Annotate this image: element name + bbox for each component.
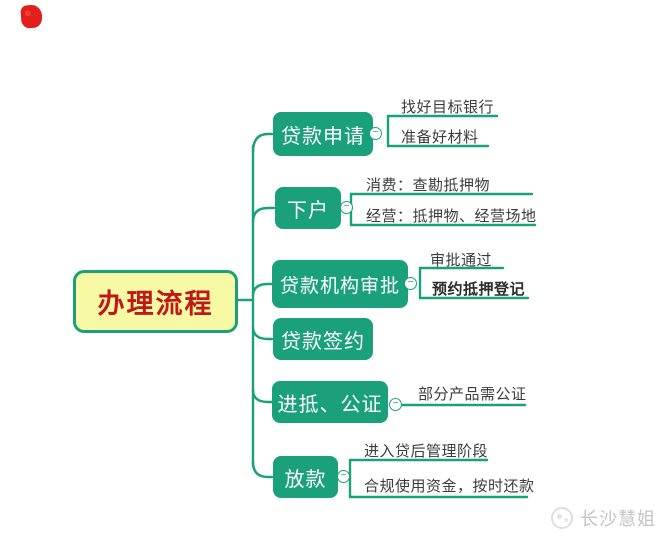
node-mortgage-notarization: 进抵、公证 xyxy=(272,381,388,423)
collapse-toggle-icon[interactable]: − xyxy=(340,201,353,214)
node-disbursement: 放款 xyxy=(273,456,338,498)
collapse-toggle-icon[interactable]: − xyxy=(369,127,382,140)
watermark-logo-icon xyxy=(551,507,573,529)
leaf-prepare-materials: 准备好材料 xyxy=(401,129,479,146)
watermark-text: 长沙慧姐 xyxy=(580,509,656,529)
leaf-post-loan-stage: 进入贷后管理阶段 xyxy=(364,443,489,460)
root-node-process: 办理流程 xyxy=(73,270,238,333)
leaf-consumer-survey: 消费：查勘抵押物 xyxy=(366,177,491,194)
node-loan-application: 贷款申请 xyxy=(273,112,373,156)
leaf-find-target-bank: 找好目标银行 xyxy=(401,99,495,116)
red-seal-icon xyxy=(20,4,43,29)
leaf-some-products-notarization: 部分产品需公证 xyxy=(418,386,527,403)
leaf-approval-passed: 审批通过 xyxy=(430,252,493,269)
leaf-business-survey: 经营：抵押物、经营场地 xyxy=(366,208,537,225)
leaf-use-funds-repay: 合规使用资金，按时还款 xyxy=(364,478,535,495)
watermark: 长沙慧姐 xyxy=(551,505,656,531)
leaf-book-mortgage-registration: 预约抵押登记 xyxy=(432,281,526,298)
collapse-toggle-icon[interactable]: − xyxy=(337,470,350,483)
node-site-visit: 下户 xyxy=(275,187,341,229)
collapse-toggle-icon[interactable]: − xyxy=(389,398,402,411)
collapse-toggle-icon[interactable]: − xyxy=(404,277,417,290)
node-lender-approval: 贷款机构审批 xyxy=(272,260,408,308)
node-loan-signing: 贷款签约 xyxy=(273,318,373,360)
